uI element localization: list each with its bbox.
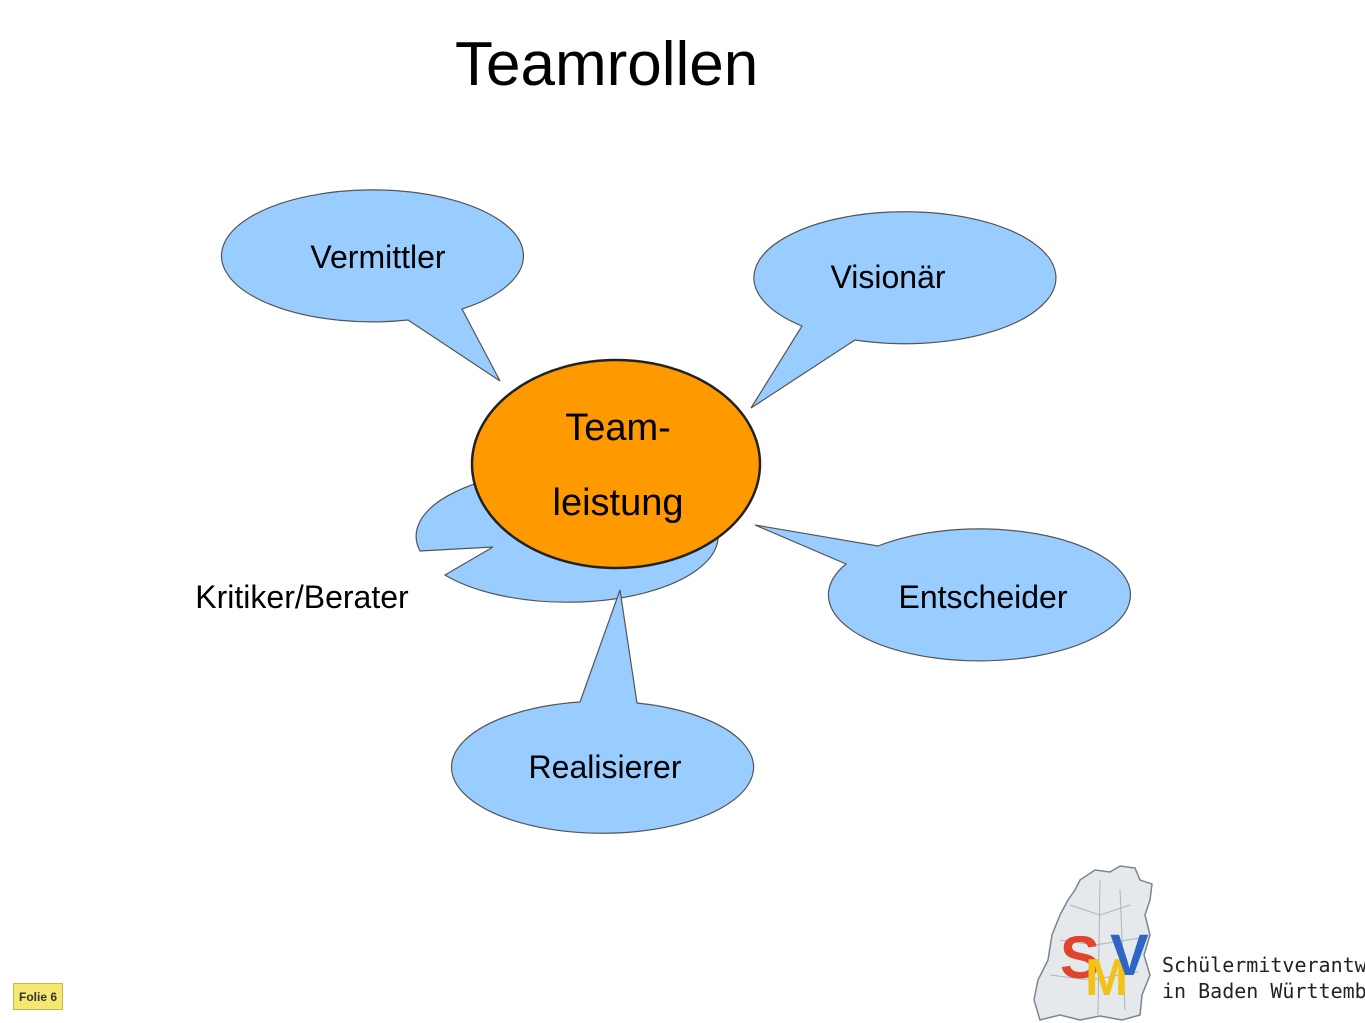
role-label-realisierer: Realisierer [529, 749, 682, 785]
logo-letter-m: M [1085, 949, 1128, 1007]
logo-line1: Schülermitverantwortung [1162, 953, 1365, 977]
bubble-shape-realisierer [450, 589, 755, 834]
smv-logo: S M V Schülermitverantwortung in Baden W… [1033, 865, 1365, 1021]
role-bubble-vermittler: Vermittler [220, 189, 525, 382]
bw-map-district-lines [1049, 879, 1141, 1016]
logo-letter-s: S [1060, 924, 1100, 991]
role-label-kritiker: Kritiker/Berater [195, 579, 409, 615]
role-label-entscheider: Entscheider [899, 579, 1068, 615]
center-label-line2: leistung [553, 482, 684, 524]
role-bubble-entscheider: Entscheider [754, 524, 1132, 662]
bw-map-shape [1033, 865, 1153, 1021]
logo-line2: in Baden Württemberg [1162, 979, 1365, 1003]
slide-title: Teamrollen [455, 30, 759, 99]
bubble-shape-visionaer [750, 211, 1057, 409]
bubble-shape-vermittler [220, 189, 525, 382]
center-ellipse [470, 358, 762, 570]
role-bubble-visionaer: Visionär [750, 211, 1057, 409]
role-bubble-realisierer: Realisierer [450, 589, 755, 834]
role-label-visionaer: Visionär [830, 259, 945, 295]
center-label-line1: Team- [565, 407, 671, 449]
bubble-shape-entscheider [754, 524, 1132, 662]
slide-number-badge: Folie 6 [13, 983, 63, 1010]
logo-letter-v: V [1110, 923, 1149, 988]
center-node: Team- leistung [470, 358, 762, 570]
role-label-vermittler: Vermittler [310, 239, 445, 275]
